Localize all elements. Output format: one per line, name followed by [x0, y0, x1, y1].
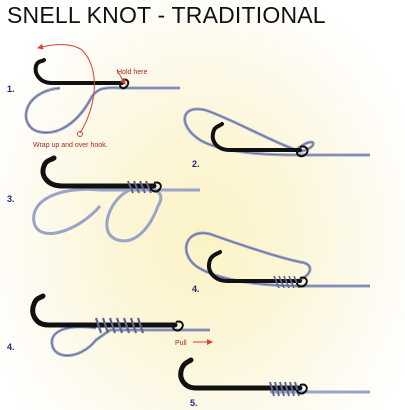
hold-here-arrow — [116, 69, 126, 85]
step-1-number: 1. — [7, 84, 15, 94]
diagram-title: SNELL KNOT - TRADITIONAL — [7, 2, 326, 28]
line-wraps — [269, 381, 300, 397]
wrap-instruction-label: Wrap up and over hook. — [33, 142, 108, 149]
step-2: 2. — [183, 107, 370, 169]
hook-icon — [30, 293, 178, 328]
hook-icon — [178, 357, 303, 391]
wrap-start-marker — [77, 131, 83, 137]
step-4-left: 4. Pull — [7, 293, 213, 357]
line-wraps — [94, 317, 145, 334]
step-1: 1. Hold here Wrap up and over hook. — [7, 43, 180, 149]
wrap-direction-arrow — [37, 43, 95, 134]
step-2-number: 2. — [192, 159, 200, 169]
hook-icon — [33, 58, 124, 85]
hold-here-label: Hold here — [117, 69, 147, 76]
step-4b-number: 4. — [192, 284, 200, 294]
step-3: 3. — [7, 155, 200, 243]
step-3-number: 3. — [7, 194, 15, 204]
step-4a-number: 4. — [7, 342, 15, 352]
pull-label: Pull — [175, 340, 187, 347]
hook-icon — [210, 122, 302, 152]
hook-icon — [40, 155, 157, 189]
step-4-right: 4. — [184, 231, 370, 294]
fishing-line-loop — [32, 187, 163, 243]
step-5: 5. — [178, 357, 370, 408]
hook-icon — [207, 250, 302, 283]
line-wraps — [127, 180, 152, 194]
step-5-number: 5. — [190, 398, 198, 408]
fishing-line-loop — [24, 86, 180, 135]
